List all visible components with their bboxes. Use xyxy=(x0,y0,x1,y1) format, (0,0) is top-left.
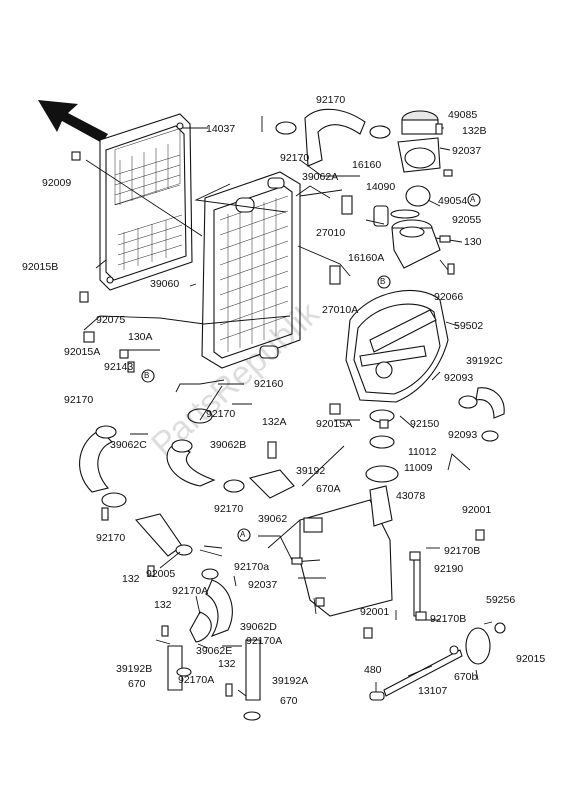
marker-b-label: B xyxy=(380,277,386,286)
part-label[interactable]: 49054 xyxy=(438,195,468,207)
marker-a-icon xyxy=(237,193,481,542)
part-label[interactable]: 39062C xyxy=(110,439,147,451)
part-label[interactable]: 92015A xyxy=(316,418,353,430)
part-label[interactable]: 92190 xyxy=(434,563,464,575)
hose-39062d xyxy=(205,579,233,638)
marker-b-label: B xyxy=(144,371,150,380)
part-label[interactable]: 92170 xyxy=(316,94,346,106)
part-label[interactable]: 39192A xyxy=(272,675,309,687)
part-label[interactable]: 43078 xyxy=(396,490,426,502)
marker-a-label: A xyxy=(240,530,246,539)
part-label[interactable]: 39062A xyxy=(302,171,339,183)
pump-shaft xyxy=(369,622,506,701)
part-label[interactable]: 16160A xyxy=(348,252,385,264)
part-label[interactable]: 132 xyxy=(122,573,140,585)
fan-shroud xyxy=(345,289,449,403)
part-label[interactable]: 11012 xyxy=(408,446,437,458)
part-label[interactable]: 92170 xyxy=(96,532,126,544)
hose-39062b xyxy=(166,445,216,487)
reservoir-tank xyxy=(299,409,399,617)
part-label[interactable]: 27010A xyxy=(322,304,359,316)
part-label[interactable]: 92170 xyxy=(280,152,310,164)
part-label[interactable]: 92005 xyxy=(146,568,176,580)
part-label[interactable]: 670A xyxy=(316,483,341,495)
marker-b-icon xyxy=(141,275,391,383)
part-label[interactable]: 92170 xyxy=(206,408,236,420)
part-label[interactable]: 39062D xyxy=(240,621,277,633)
part-label[interactable]: 92037 xyxy=(452,145,482,157)
part-label[interactable]: 16160 xyxy=(352,159,382,171)
part-label[interactable]: 92170 xyxy=(214,503,244,515)
part-label[interactable]: 132 xyxy=(154,599,172,611)
part-label[interactable]: 39062 xyxy=(258,513,288,525)
part-label[interactable]: 39062E xyxy=(196,645,233,657)
part-label[interactable]: 59502 xyxy=(454,320,484,332)
part-label[interactable]: 130 xyxy=(464,236,482,248)
part-label[interactable]: 670b xyxy=(454,671,478,683)
part-label[interactable]: 92150 xyxy=(410,418,440,430)
part-label[interactable]: 130A xyxy=(128,331,153,343)
marker-a-label: A xyxy=(470,195,476,204)
part-label[interactable]: 92009 xyxy=(42,177,72,189)
part-label[interactable]: 92093 xyxy=(448,429,478,441)
radiator-screen xyxy=(99,113,193,291)
part-label[interactable]: 480 xyxy=(364,664,382,676)
part-label[interactable]: 92001 xyxy=(462,504,492,516)
part-label[interactable]: 670 xyxy=(280,695,298,707)
part-label[interactable]: 39062B xyxy=(210,439,247,451)
part-label[interactable]: 39060 xyxy=(150,278,180,290)
part-label[interactable]: 39192C xyxy=(466,355,503,367)
part-label[interactable]: 92170B xyxy=(444,545,481,557)
part-label[interactable]: 92093 xyxy=(444,372,474,384)
part-label[interactable]: 14090 xyxy=(366,181,396,193)
part-label[interactable]: 92001 xyxy=(360,606,390,618)
hose-39062c xyxy=(79,429,113,493)
thermostat-housing xyxy=(390,110,441,269)
radiator xyxy=(201,171,301,369)
part-label[interactable]: 92160 xyxy=(254,378,284,390)
part-label[interactable]: 92170A xyxy=(178,674,215,686)
part-label[interactable]: 13107 xyxy=(418,685,448,697)
hose-clamp xyxy=(275,121,297,135)
sensor-switch xyxy=(341,195,353,215)
part-label[interactable]: 92170a xyxy=(234,561,270,573)
part-label[interactable]: 39192B xyxy=(116,663,153,675)
part-label[interactable]: 92015 xyxy=(516,653,546,665)
part-label[interactable]: 92170 xyxy=(64,394,94,406)
bolt-icon xyxy=(71,123,485,697)
part-label[interactable]: 92143 xyxy=(104,361,134,373)
part-label[interactable]: 39192 xyxy=(296,465,326,477)
part-label[interactable]: 92170A xyxy=(246,635,283,647)
part-label[interactable]: 670 xyxy=(128,678,146,690)
part-label[interactable]: 49085 xyxy=(448,109,478,121)
part-label[interactable]: 92055 xyxy=(452,214,482,226)
part-label[interactable]: 92170B xyxy=(430,613,467,625)
part-label[interactable]: 11009 xyxy=(404,462,433,474)
front-arrow-icon xyxy=(38,100,108,143)
part-label[interactable]: 132B xyxy=(462,125,487,137)
part-label[interactable]: 92015A xyxy=(64,346,101,358)
part-label[interactable]: 27010 xyxy=(316,227,346,239)
part-label[interactable]: 92015B xyxy=(22,261,59,273)
part-label[interactable]: 132 xyxy=(218,658,236,670)
part-label[interactable]: 59256 xyxy=(486,594,516,606)
part-label[interactable]: 92066 xyxy=(434,291,464,303)
part-label[interactable]: 132A xyxy=(262,416,287,428)
water-pipe xyxy=(134,513,183,557)
part-label[interactable]: 14037 xyxy=(206,123,236,135)
part-label[interactable]: 92170A xyxy=(172,585,209,597)
part-label[interactable]: 92037 xyxy=(248,579,278,591)
part-label[interactable]: 92075 xyxy=(96,314,126,326)
